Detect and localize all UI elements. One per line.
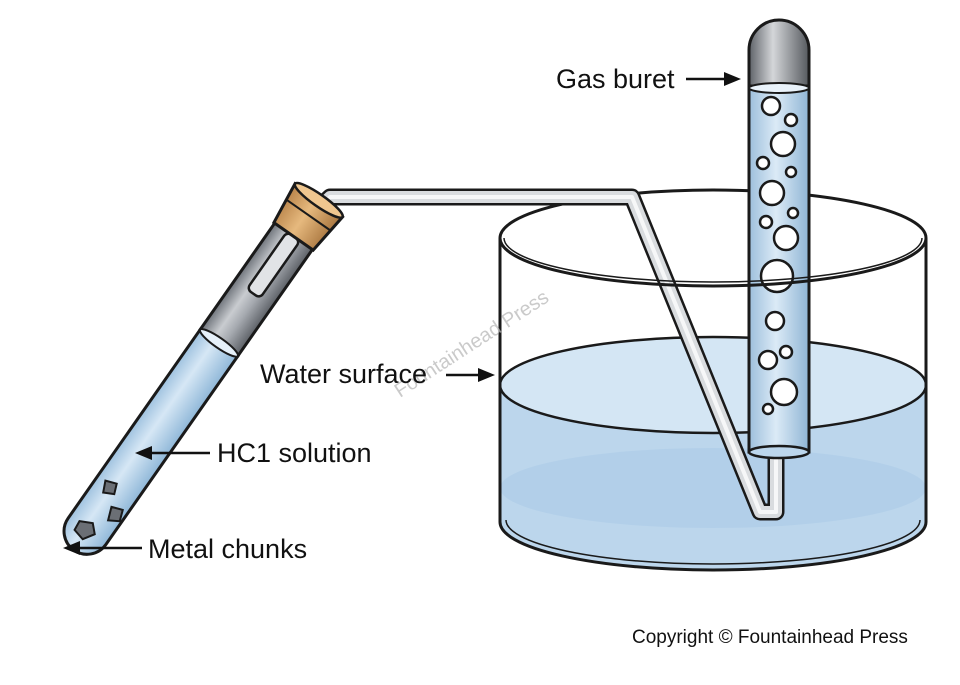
water-surface-label: Water surface bbox=[260, 359, 427, 389]
label-water-surface: Water surface bbox=[260, 359, 495, 389]
beaker-front bbox=[498, 237, 928, 572]
arrow-icon bbox=[135, 446, 152, 460]
gas-buret bbox=[747, 18, 811, 460]
arrow-icon bbox=[63, 541, 80, 555]
label-gas-buret: Gas buret bbox=[556, 64, 741, 94]
label-hcl-solution: HC1 solution bbox=[135, 438, 372, 468]
gas-buret-label: Gas buret bbox=[556, 64, 675, 94]
metal-chunks bbox=[73, 479, 124, 541]
test-tube bbox=[62, 181, 345, 556]
hcl-solution-label: HC1 solution bbox=[217, 438, 372, 468]
beaker bbox=[498, 188, 928, 570]
copyright-text: Copyright © Fountainhead Press bbox=[632, 627, 908, 648]
metal-chunks-label: Metal chunks bbox=[148, 534, 307, 564]
arrow-icon bbox=[724, 72, 741, 86]
hcl-meniscus bbox=[198, 328, 240, 358]
label-metal-chunks: Metal chunks bbox=[63, 534, 307, 564]
arrow-icon bbox=[478, 368, 495, 382]
